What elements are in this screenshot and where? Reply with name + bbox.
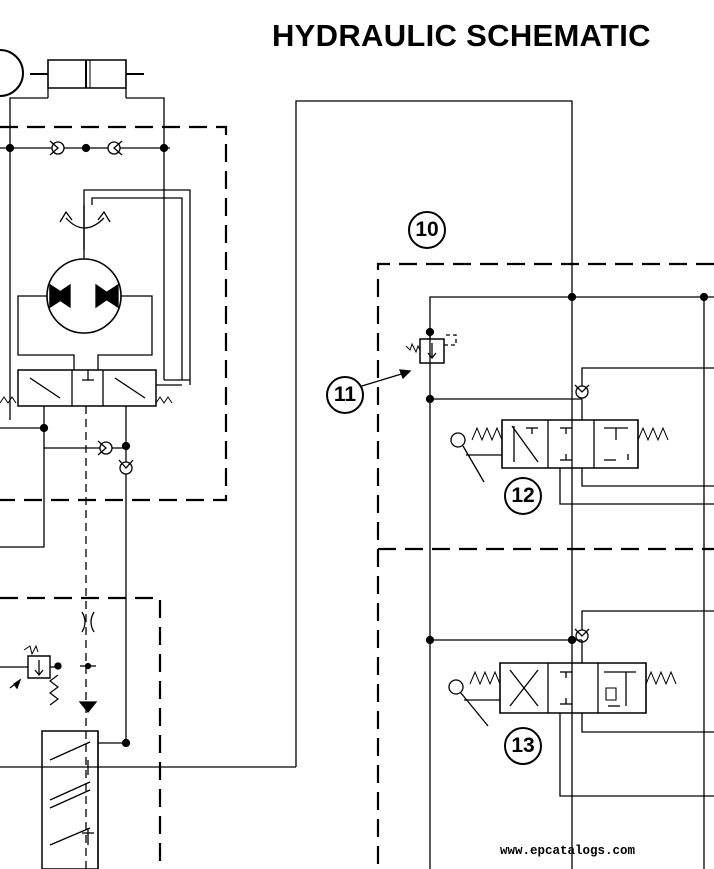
hydraulic-motor-symbol [18,190,190,385]
lower-left-enclosure [0,598,160,869]
control-valve-12 [430,368,714,504]
cylinder-symbol [10,60,164,126]
callout-11: 11 [326,376,364,414]
motor-group-enclosure [0,127,226,500]
orifice-symbols [80,612,96,669]
relief-valve-11 [352,332,456,389]
callout-10: 10 [408,211,446,249]
left-directional-valve [0,370,190,869]
relief-valve-lower-left [0,646,61,688]
check-valve-pair [0,126,170,420]
partial-callout-circle [0,50,23,96]
rotation-arrow [60,205,110,250]
supply-line [296,101,572,869]
watermark-url: www.epcatalogs.com [500,844,636,858]
right-main-lines [427,294,714,869]
callout-13: 13 [504,727,542,765]
callout-12: 12 [504,477,542,515]
lower-left-control-valve [0,675,296,869]
control-valve-13 [430,611,714,796]
right-valve-enclosure-10 [378,264,714,869]
diagram-title: HYDRAULIC SCHEMATIC [272,18,651,53]
